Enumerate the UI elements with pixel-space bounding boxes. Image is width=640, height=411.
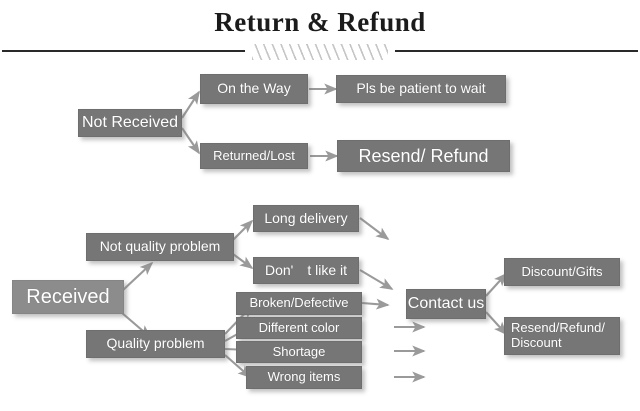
node-broken-defective[interactable]: Broken/Defective	[236, 292, 362, 315]
node-discount-gifts[interactable]: Discount/Gifts	[504, 258, 620, 286]
node-resend-refund-discount[interactable]: Resend/Refund/ Discount	[504, 317, 620, 355]
node-contact-us[interactable]: Contact us	[406, 289, 486, 319]
divider-rule-right	[395, 50, 638, 52]
decorative-divider	[0, 44, 640, 60]
node-dont-like-it[interactable]: Don' t like it	[253, 257, 359, 284]
node-on-the-way[interactable]: On the Way	[200, 74, 308, 104]
node-not-received[interactable]: Not Received	[78, 109, 182, 137]
node-not-quality-problem[interactable]: Not quality problem	[86, 233, 234, 261]
node-wrong-items[interactable]: Wrong items	[246, 366, 362, 389]
node-resend-refund[interactable]: Resend/ Refund	[337, 140, 510, 172]
node-received[interactable]: Received	[12, 280, 124, 314]
page-title: Return & Refund	[214, 7, 426, 37]
node-returned-lost[interactable]: Returned/Lost	[200, 143, 308, 169]
node-quality-problem[interactable]: Quality problem	[86, 330, 225, 358]
diagonal-hatch-icon	[252, 44, 388, 60]
node-long-delivery[interactable]: Long delivery	[253, 205, 359, 232]
node-pls-be-patient-to-wait[interactable]: Pls be patient to wait	[336, 75, 506, 103]
node-shortage[interactable]: Shortage	[236, 341, 362, 363]
divider-rule-left	[2, 50, 245, 52]
node-different-color[interactable]: Different color	[236, 317, 362, 339]
